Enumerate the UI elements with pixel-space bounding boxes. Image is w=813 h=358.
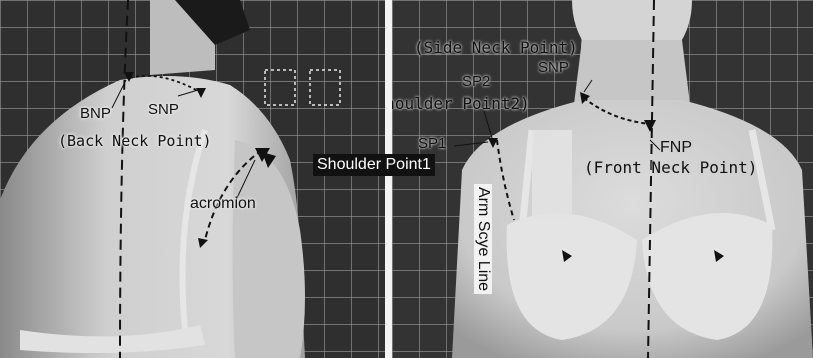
snp-label-front: SNP bbox=[538, 60, 569, 75]
fnp-label: FNP bbox=[660, 140, 692, 156]
sp2-label: SP2 bbox=[462, 74, 490, 89]
back-view-photo: BNP (Back Neck Point) SNP acromion bbox=[0, 0, 385, 358]
bnp-full-label: (Back Neck Point) bbox=[58, 134, 212, 149]
back-view-illustration bbox=[0, 0, 385, 358]
bnp-label: BNP bbox=[80, 106, 111, 121]
snp-label-back: SNP bbox=[148, 102, 179, 117]
sp1-full-label: Shoulder Point1 bbox=[313, 154, 435, 176]
front-view-photo: (Side Neck Point) SNP SP2 (Shoulder Poin… bbox=[392, 0, 813, 358]
sp1-label: SP1 bbox=[418, 136, 446, 151]
fnp-full-label: (Front Neck Point) bbox=[584, 160, 757, 176]
acromion-label: acromion bbox=[190, 196, 256, 212]
sp2-full-label: (Shoulder Point2) bbox=[392, 96, 530, 112]
arm-scye-line-label: Arm Scye Line bbox=[474, 184, 492, 294]
snp-full-label: (Side Neck Point) bbox=[414, 40, 578, 56]
panel-divider bbox=[385, 0, 392, 358]
